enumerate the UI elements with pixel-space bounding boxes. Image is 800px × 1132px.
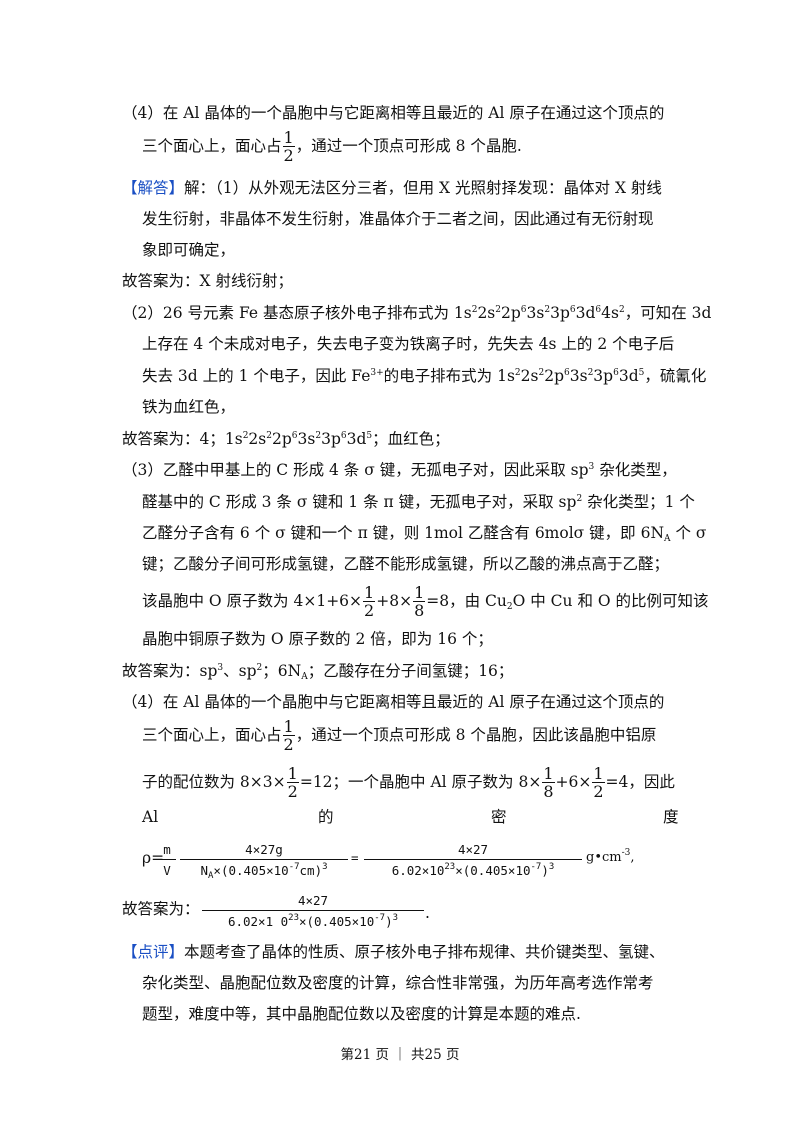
density-fraction-2: 4×27 6.02×1023×(0.405×10-7)3 (364, 842, 582, 878)
density-fraction-1: 4×27g NA×(0.405×10-7cm)3 (180, 842, 348, 881)
text-line: 故答案为：4；1s22s22p63s23p63d5；血红色； (122, 430, 450, 448)
answer-fraction: 4×27 6.02×1 023×(0.405×10-7)3 (202, 893, 424, 929)
answer-tag: 【解答】 (122, 179, 185, 197)
text-word: 的 (318, 808, 334, 826)
comment-tag: 【点评】 (122, 943, 185, 961)
text-line: 故答案为：X 射线衍射； (122, 272, 293, 290)
equals-sign: = (351, 850, 359, 865)
page-footer: 第21 页 ｜ 共25 页 (340, 1047, 460, 1063)
text-line: （2）26 号元素 Fe 基态原子核外电子排布式为 1s22s22p63s23p… (122, 304, 712, 322)
text-word: Al (142, 808, 159, 826)
text-line: 故答案为： (122, 900, 200, 918)
text-line: 铁为血红色， (142, 398, 236, 416)
text-word: 密 (491, 808, 507, 826)
text-line: （4）在 Al 晶体的一个晶胞中与它距离相等且最近的 Al 原子在通过这个顶点的 (122, 693, 665, 711)
text-line: 键；乙酸分子间可形成氢键，乙醛不能形成氢键，所以乙酸的沸点高于乙醛； (142, 555, 670, 573)
text-line: 杂化类型、晶胞配位数及密度的计算，综合性非常强，为历年高考选作常考 (142, 974, 654, 992)
text-line: （3）乙醛中甲基上的 C 形成 4 条 σ 键，无孤电子对，因此采取 sp3 杂… (122, 461, 677, 479)
period: . (425, 904, 430, 922)
text-line: 乙醛分子含有 6 个 σ 键和一个 π 键，则 1mol 乙醛含有 6molσ … (142, 524, 707, 544)
text-line: 醛基中的 C 形成 3 条 σ 键和 1 条 π 键，无孤电子对，采取 sp2 … (142, 493, 695, 511)
density-unit: g•cm-3, (586, 848, 635, 865)
text-line: 发生衍射，非晶体不发生衍射，准晶体介于二者之间，因此通过有无衍射现 (142, 210, 654, 228)
text-word: 度 (663, 808, 679, 826)
text-line: 【解答】解：（1）从外观无法区分三者，但用 X 光照射择发现：晶体对 X 射线 (122, 179, 662, 197)
text-line: （4）在 Al 晶体的一个晶胞中与它距离相等且最近的 Al 原子在通过这个顶点的 (122, 104, 665, 122)
text-line: 失去 3d 上的 1 个电子，因此 Fe3+的电子排布式为 1s22s22p63… (142, 367, 707, 385)
text-line: 晶胞中铜原子数为 O 原子数的 2 倍，即为 16 个； (142, 630, 493, 648)
text-line: 故答案为：sp3、sp2；6NA；乙酸存在分子间氢键；16； (122, 662, 514, 682)
text-line: 象即可确定， (142, 241, 236, 259)
text-line: 【点评】本题考查了晶体的性质、原子核外电子排布规律、共价键类型、氢键、 (122, 943, 665, 961)
rho-symbol: ρ= (142, 849, 165, 867)
text-line: 上存在 4 个未成对电子，失去电子变为铁离子时，先失去 4s 上的 2 个电子后 (142, 335, 675, 353)
text-line: 题型，难度中等，其中晶胞配位数以及密度的计算是本题的难点. (142, 1005, 581, 1023)
